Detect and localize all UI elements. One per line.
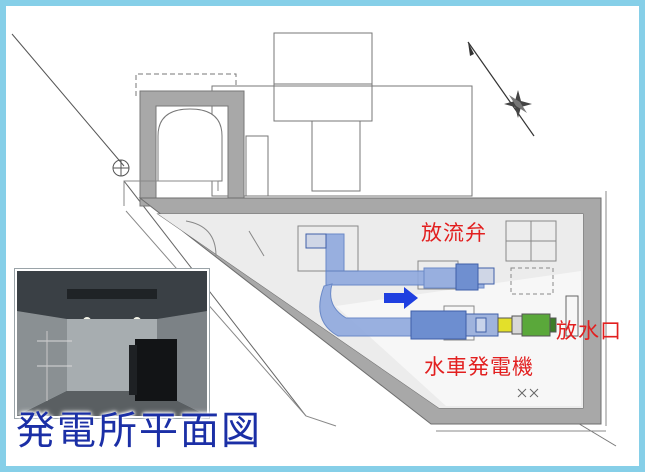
site-boundary-line-2	[123, 180, 307, 417]
interior-photo-image	[17, 271, 207, 416]
outlet-label: 放水口	[556, 319, 622, 343]
site-boundary-line	[11, 33, 125, 167]
interior-photo	[15, 269, 209, 418]
valve-label: 放流弁	[421, 221, 487, 245]
compass-star-icon	[467, 41, 535, 137]
shaft-arch	[157, 108, 223, 182]
floor-plan-drawing	[11, 32, 617, 447]
manhole-symbol	[112, 159, 130, 177]
small-details	[517, 295, 579, 398]
generator-label: 水車発電機	[424, 355, 534, 379]
upper-building-outline	[135, 32, 473, 197]
valve-assembly	[305, 233, 495, 291]
turbine	[410, 310, 499, 340]
equipment-outlines	[185, 220, 557, 341]
right-arrow-icon	[384, 287, 418, 309]
generator	[497, 313, 557, 337]
shaft-wall	[139, 90, 245, 207]
page-title: 発電所平面図	[16, 409, 263, 454]
